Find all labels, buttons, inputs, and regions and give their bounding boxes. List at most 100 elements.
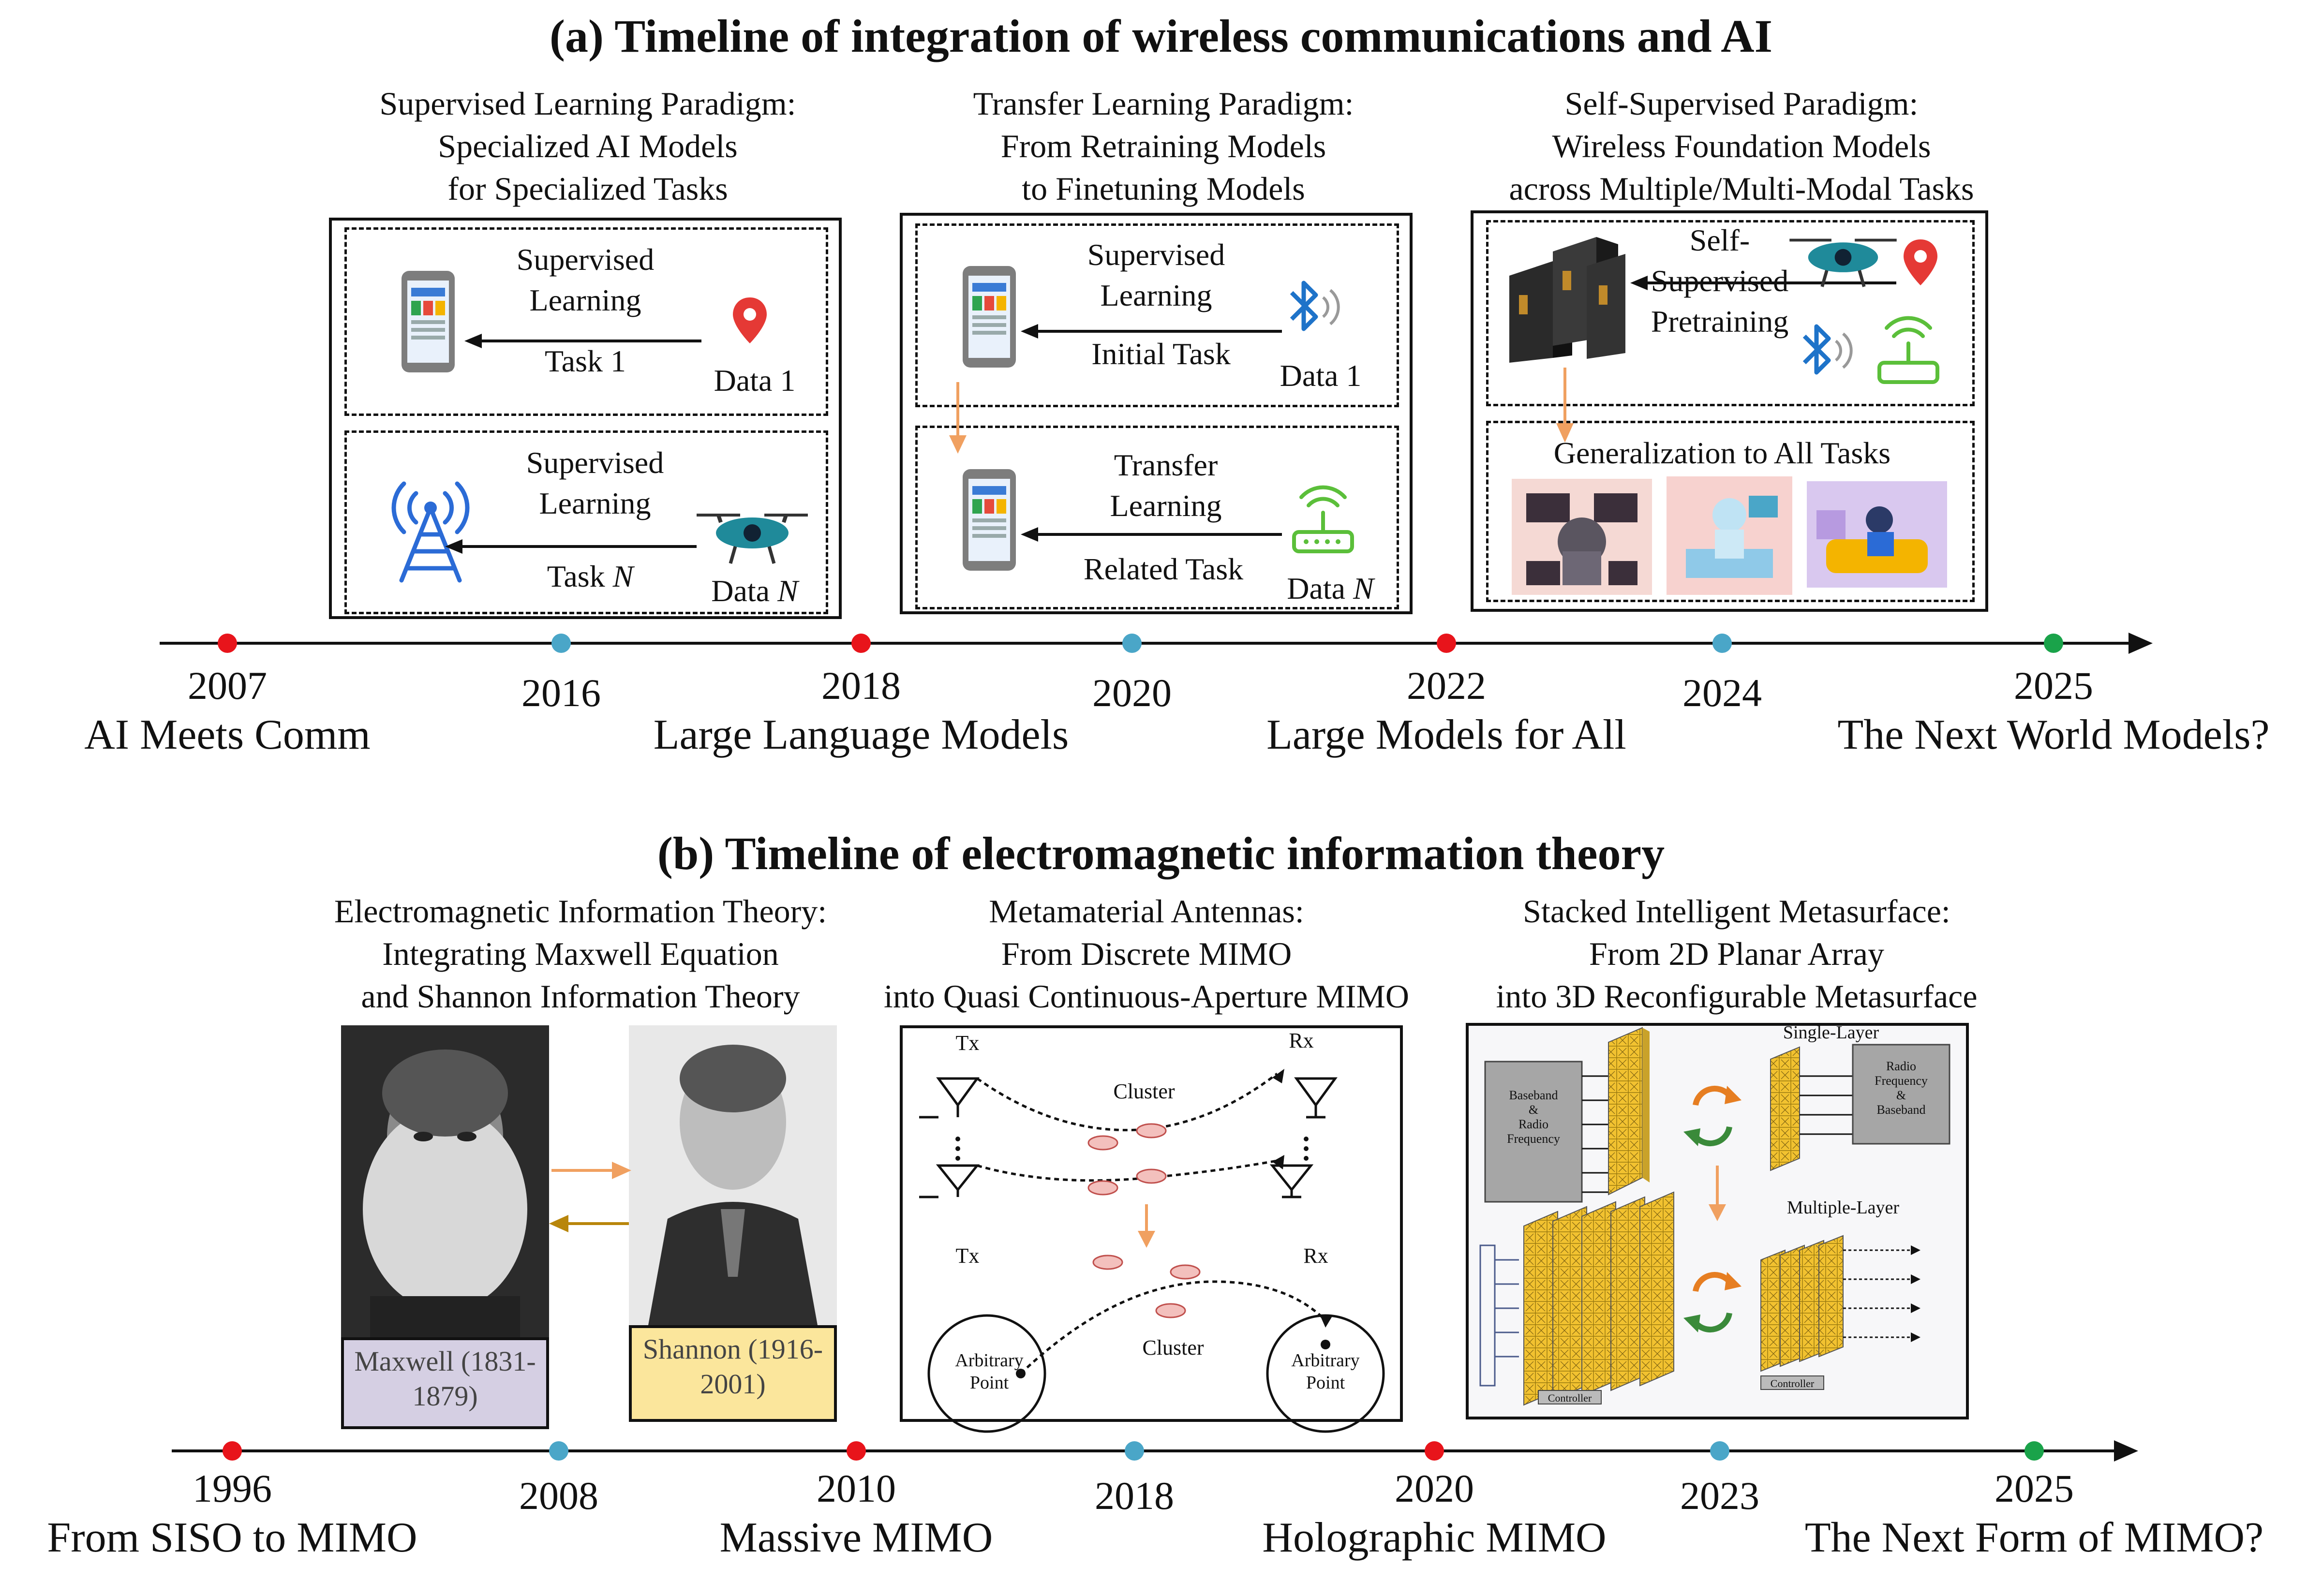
- timeline-b-dot-2018: [1125, 1441, 1144, 1461]
- timeline-b-dot-2008: [549, 1441, 568, 1461]
- cluster-label: Cluster: [1113, 1079, 1175, 1103]
- pretraining-box: [1486, 220, 1975, 406]
- caption-emit: Electromagnetic Information Theory: Inte…: [334, 893, 827, 1015]
- timeline-a-dot-2024: [1712, 634, 1732, 653]
- panel2-bottom-method: Transfer Learning: [1110, 448, 1222, 523]
- phone-icon: [402, 271, 455, 372]
- sim-rf-label: Radio Frequency & Baseband: [1875, 1059, 1928, 1117]
- panel3-arrow: [1630, 276, 1896, 290]
- generalization-box: [1486, 421, 1975, 602]
- location-pin-icon: [1904, 239, 1937, 285]
- timeline-a-dot-2022: [1437, 634, 1456, 653]
- shannon-label: Shannon (1916-2001): [629, 1325, 837, 1422]
- phone-icon: [963, 266, 1016, 368]
- timeline-a-dot-2016: [551, 634, 571, 653]
- rx-label: Rx: [1289, 1029, 1314, 1052]
- panel1-bottom-arrow: [445, 539, 697, 554]
- panel2-bottom-task: Related Task: [1083, 552, 1244, 586]
- timeline-b-event-2020: Holographic MIMO: [1262, 1514, 1607, 1561]
- panel1-bottom-data: Data N: [711, 574, 798, 608]
- timeline-b-year-2023: 2023: [1680, 1474, 1759, 1518]
- maxwell-portrait: [341, 1025, 549, 1340]
- metamaterial-panel: [900, 1025, 1403, 1422]
- arbitrary-point-left: Arbitrary Point: [955, 1350, 1024, 1393]
- timeline-b-event-2010: Massive MIMO: [719, 1514, 993, 1561]
- wifi-router-icon: [1877, 316, 1939, 384]
- transfer-initial-box: [915, 223, 1399, 407]
- panel2-down-arrow: [949, 382, 967, 454]
- timeline-a-year-2016: 2016: [521, 671, 601, 715]
- robot-illustration: [1512, 479, 1652, 595]
- timeline-a-year-2025: 2025: [2014, 664, 2093, 708]
- multiple-layer-label: Multiple-Layer: [1786, 1197, 1900, 1218]
- transfer-panel: [900, 213, 1413, 614]
- sim-diagram: [1479, 1027, 1950, 1406]
- panel1-bottom-task: Task N: [547, 559, 634, 593]
- timeline-a-dot-2020: [1122, 634, 1142, 653]
- caption-transfer: Transfer Learning Paradigm: From Retrain…: [973, 85, 1354, 207]
- mimo-channel-diagram: [919, 1069, 1385, 1433]
- panel2-top-arrow: [1021, 324, 1282, 339]
- supervised-panel: [329, 218, 842, 619]
- drone-icon: [1789, 238, 1897, 287]
- controller2-label: Controller: [1770, 1377, 1815, 1389]
- tx2-label: Tx: [955, 1244, 980, 1268]
- timeline-b-dot-2023: [1710, 1441, 1729, 1461]
- arbitrary-point-right: Arbitrary Point: [1291, 1350, 1360, 1393]
- timeline-b-dot-1996: [223, 1441, 242, 1461]
- panel3-method: Self- Supervised Pretraining: [1651, 223, 1789, 339]
- panel1-bottom-method: Supervised Learning: [526, 445, 664, 520]
- timeline-a-year-2020: 2020: [1092, 671, 1172, 715]
- timeline-a-year-2007: 2007: [188, 664, 267, 708]
- panel3-generalization-title: Generalization to All Tasks: [1553, 436, 1891, 470]
- part-a-title: (a) Timeline of integration of wireless …: [550, 10, 1772, 62]
- supervised-taskN-box: [344, 430, 828, 614]
- controller-label: Controller: [1548, 1392, 1592, 1404]
- panel3-down-arrow: [1556, 368, 1574, 443]
- bluetooth-icon: [1290, 281, 1340, 331]
- base-station-icon: [391, 481, 470, 583]
- timeline-b-year-1996: 1996: [193, 1466, 272, 1510]
- timeline-a-dot-2025: [2044, 634, 2063, 653]
- panel2-bottom-arrow: [1021, 527, 1282, 542]
- timeline-a-year-2022: 2022: [1407, 664, 1486, 708]
- panel1-top-data: Data 1: [714, 363, 796, 398]
- wifi-router-icon: [1292, 485, 1354, 553]
- timeline-a-dot-2007: [218, 634, 237, 653]
- tx-label: Tx: [955, 1031, 980, 1055]
- transfer-related-box: [915, 426, 1399, 609]
- timeline-b-dot-2025: [2024, 1441, 2044, 1461]
- vr-user-illustration: [1807, 481, 1947, 588]
- timeline-b-event-2025: The Next Form of MIMO?: [1804, 1514, 2264, 1561]
- panel1-top-method: Supervised Learning: [516, 242, 655, 317]
- rx2-label: Rx: [1303, 1244, 1328, 1268]
- cluster2-label: Cluster: [1142, 1336, 1204, 1360]
- panel1-top-arrow: [464, 334, 701, 348]
- maxwell-label: Maxwell (1831-1879): [341, 1337, 549, 1429]
- supervised-task1-box: [344, 227, 828, 416]
- panel2-top-data: Data 1: [1280, 358, 1362, 393]
- timeline-b-dot-2020: [1425, 1441, 1444, 1461]
- panel2-top-method: Supervised Learning: [1087, 237, 1225, 312]
- timeline-b-event-1996: From SISO to MIMO: [47, 1514, 417, 1561]
- single-layer-label: Single-Layer: [1783, 1022, 1879, 1043]
- timeline-b-year-2010: 2010: [817, 1466, 896, 1510]
- server-icon: [1509, 237, 1625, 363]
- caption-metamaterial: Metamaterial Antennas: From Discrete MIM…: [883, 893, 1409, 1015]
- timeline-a-event-2007: AI Meets Comm: [84, 711, 371, 758]
- maxwell-shannon-arrows: [549, 1162, 631, 1232]
- timeline-a-event-2025: The Next World Models?: [1837, 711, 2270, 758]
- timeline-b: [172, 1440, 2138, 1462]
- caption-self-supervised: Self-Supervised Paradigm: Wireless Found…: [1509, 85, 1974, 207]
- timeline-b-dot-2010: [847, 1441, 866, 1461]
- panel2-bottom-data: Data N: [1287, 571, 1374, 606]
- timeline-b-year-2025: 2025: [1995, 1466, 2074, 1510]
- self-supervised-panel: [1471, 210, 1988, 612]
- location-pin-icon: [733, 297, 767, 343]
- timeline-a: [160, 633, 2153, 654]
- timeline-a-year-2018: 2018: [821, 664, 901, 708]
- timeline-b-year-2008: 2008: [519, 1474, 598, 1518]
- timeline-a-event-2018: Large Language Models: [653, 711, 1069, 758]
- caption-supervised: Supervised Learning Paradigm: Specialize…: [379, 85, 796, 207]
- bluetooth-icon: [1802, 324, 1853, 375]
